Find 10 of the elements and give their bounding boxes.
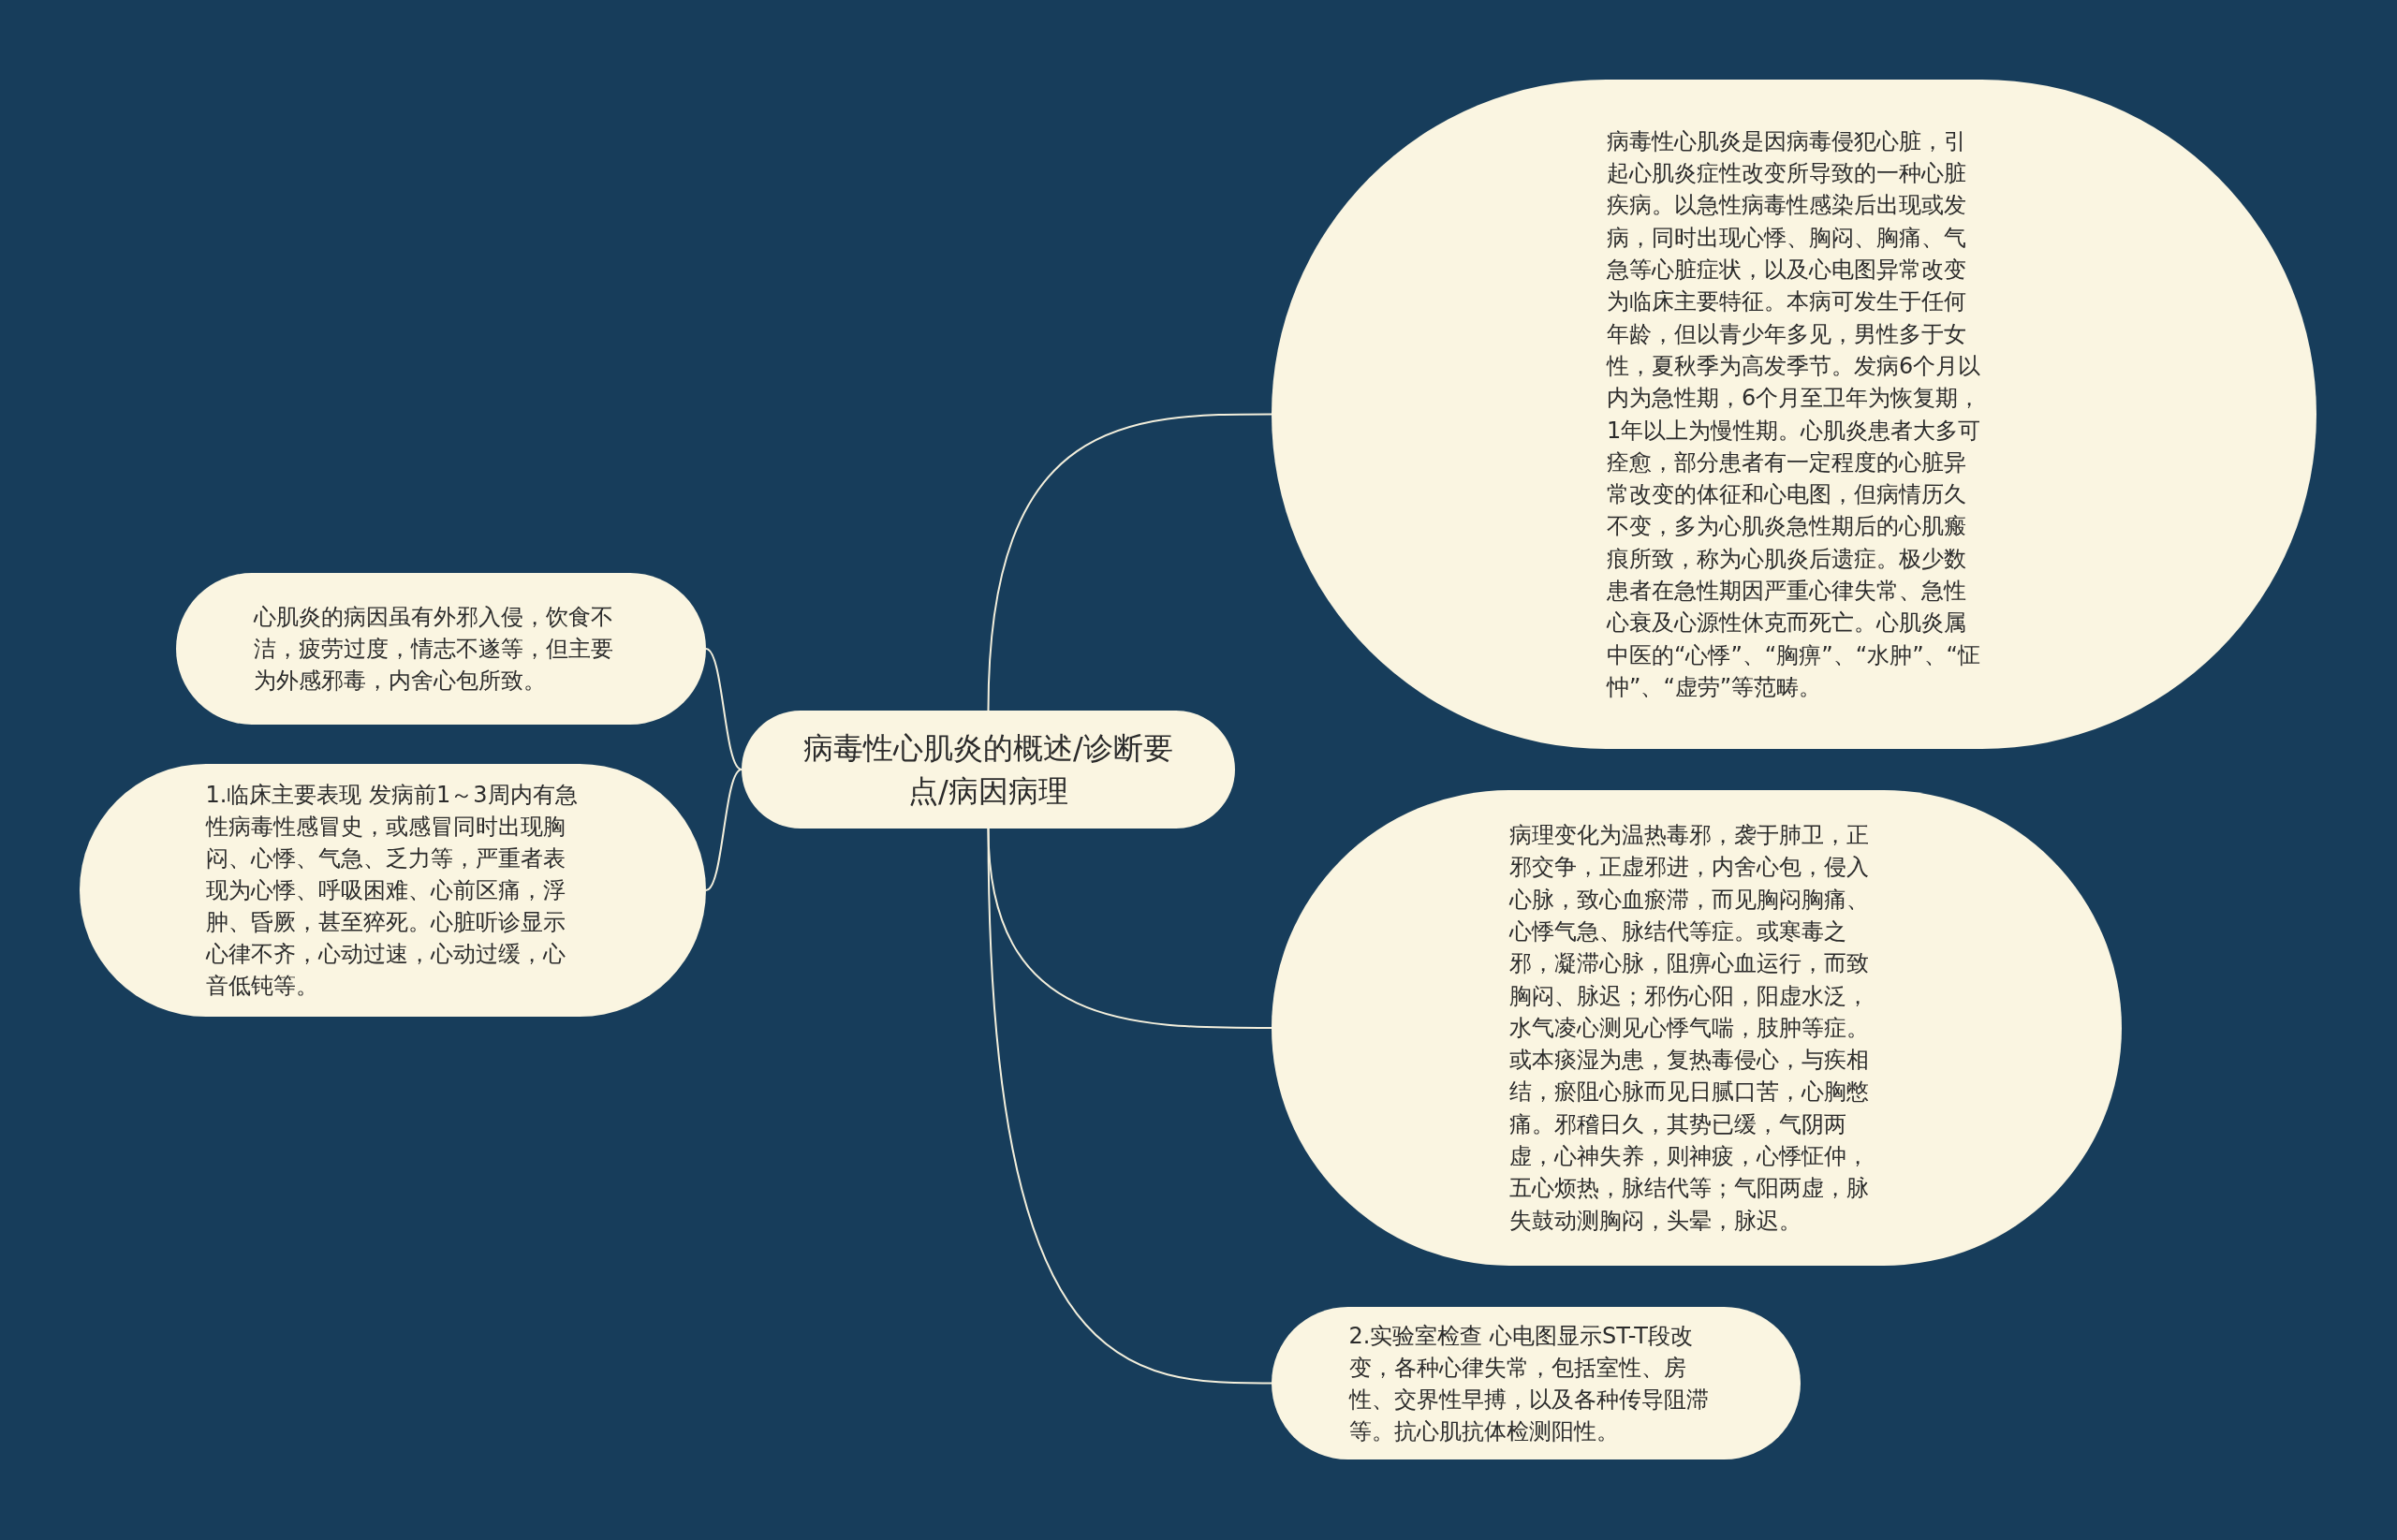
topic-text: 2.实验室检查 心电图显示ST-T段改变，各种心律失常，包括室性、房性、交界性早搏，以及各种传导阻滞等。抗心肌抗体检测阳性。: [1348, 1321, 1710, 1446]
connector-line: [705, 769, 743, 891]
central-topic-text: 病毒性心肌炎的概述/诊断要点/病因病理: [802, 729, 1174, 811]
topic-text: 1.临床主要表现 发病前1～3周内有急性病毒性感冒史，或感冒同时出现胸闷、心悸、气急、乏力等，严重者表现为心悸、呼吸困难、心前区痛，浮肿、昏厥，甚至猝死。心脏听诊显示心律不齐，心动过速，心动过缓，心音低钝等。: [205, 781, 579, 1001]
topic-text: 病毒性心肌炎是因病毒侵犯心脏，引起心肌炎症性改变所导致的一种心脏疾病。以急性病毒性感染后出现或发病，同时出现心悸、胸闷、胸痛、气急等心脏症状，以及心电图异常改变为临床主要特征。本病可发生于任何年龄，但以青少年多见，男性多于女性，夏秋季为高发季节。发病6个月以内为急性期，6个月至卫年为恢复期，1年以上为慢性期。心肌炎患者大多可痊愈，部分患者有一定程度的心脏异常改变的体征和心电图，但病情历久不变，多为心肌炎急性期后的心肌瘢痕所致，称为心肌炎后遗症。极少数患者在急性期因严重心律失常、急性心衰及心源性休克而死亡。心肌炎属中医的“心悸”、“胸痹”、“水肿”、“怔忡”、“虚劳”等范畴。: [1607, 126, 1981, 702]
topic-text: 病理变化为温热毒邪，袭于肺卫，正邪交争，正虚邪进，内舍心包，侵入心脉，致心血瘀滞，而见胸闷胸痛、心悸气急、脉结代等症。或寒毒之邪，凝滞心脉，阻痹心血运行，而致胸闷、脉迟；邪伤心阳，阳虚水泛，水气凌心测见心悸气喘，肢肿等症。或本痰湿为患，复热毒侵心，与疾相结，瘀阻心脉而见日腻口苦，心胸憋痛。邪稽日久，其势已缓，气阴两虚，心神失养，则神疲，心悸怔仲，五心烦热，脉结代等；气阳两虚，脉失鼓动测胸闷，头晕，脉迟。: [1509, 821, 1870, 1236]
connector-line: [987, 828, 1272, 1385]
topic-text: 心肌炎的病因虽有外邪入侵，饮食不洁，疲劳过度，情志不遂等，但主要为外感邪毒，内舍心包所致。: [254, 603, 614, 696]
connector-line: [987, 413, 1272, 711]
connector-line: [705, 648, 743, 770]
